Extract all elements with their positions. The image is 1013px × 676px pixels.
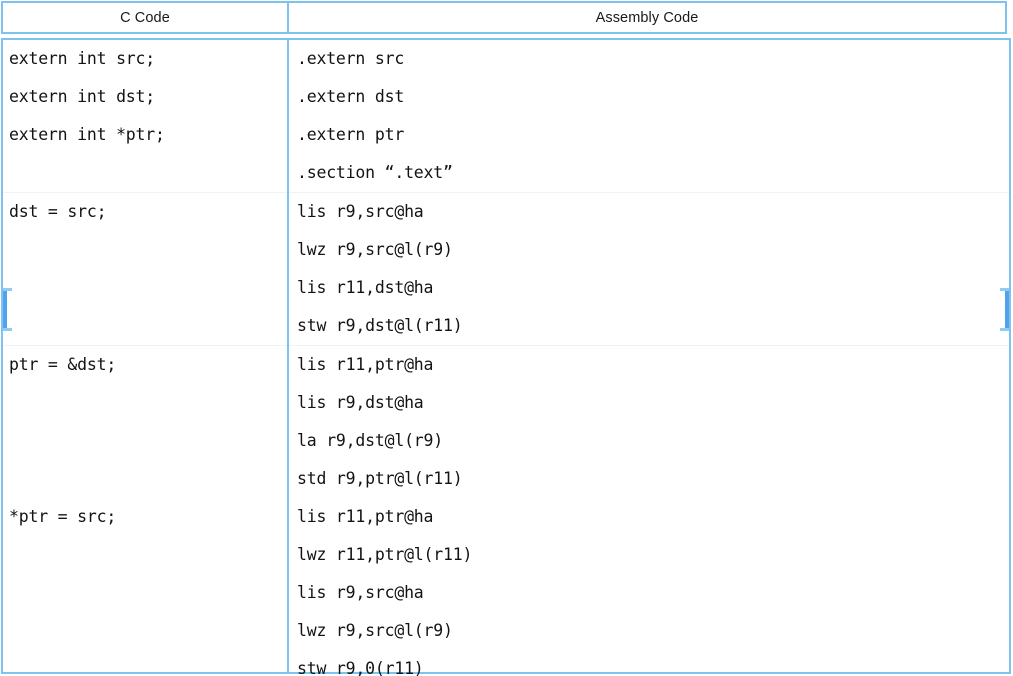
column-header-assembly-code-label: Assembly Code xyxy=(595,9,699,26)
code-line: stw r9,0(r11) xyxy=(297,659,424,676)
table-row: *ptr = src; xyxy=(3,498,287,676)
table-row: lis r9,src@ha lwz r9,src@l(r9) lis r11,d… xyxy=(289,193,1009,346)
code-line: lis r9,src@ha xyxy=(297,583,424,602)
right-edge-tick-top xyxy=(1000,288,1009,291)
code-line: lis r9,dst@ha xyxy=(297,393,424,412)
code-line: *ptr = src; xyxy=(9,507,117,526)
code-line-blank xyxy=(3,422,287,460)
table-row: .extern src .extern dst .extern ptr .sec… xyxy=(289,40,1009,193)
code-line-blank xyxy=(3,460,287,498)
code-line: lis r9,src@ha xyxy=(297,202,424,221)
code-line: .extern ptr xyxy=(297,125,405,144)
table-row: lis r11,ptr@ha lis r9,dst@ha la r9,dst@l… xyxy=(289,346,1009,498)
code-line-blank xyxy=(3,384,287,422)
code-line-blank xyxy=(3,231,287,269)
column-c-code: extern int src; extern int dst; extern i… xyxy=(3,40,289,672)
column-header-c-code: C Code xyxy=(3,3,289,32)
code-line: lis r11,dst@ha xyxy=(297,278,434,297)
code-line-blank xyxy=(3,154,287,192)
column-header-assembly-code: Assembly Code xyxy=(289,3,1005,32)
code-line: lwz r11,ptr@l(r11) xyxy=(297,545,473,564)
code-line-blank xyxy=(3,612,287,650)
code-line-blank xyxy=(3,536,287,574)
code-line: extern int dst; xyxy=(9,87,156,106)
right-edge-accent xyxy=(1005,290,1009,328)
code-line-section-text: .section “.text” xyxy=(297,163,453,182)
right-edge-tick-bottom xyxy=(1000,328,1009,331)
code-line-blank xyxy=(3,574,287,612)
table-row: ptr = &dst; xyxy=(3,346,287,498)
code-line: ptr = &dst; xyxy=(9,355,117,374)
left-edge-tick-bottom xyxy=(3,328,12,331)
left-edge-accent xyxy=(3,290,7,328)
code-line: dst = src; xyxy=(9,202,107,221)
code-line: std r9,ptr@l(r11) xyxy=(297,469,463,488)
code-line: la r9,dst@l(r9) xyxy=(297,431,444,450)
code-line: .extern dst xyxy=(297,87,405,106)
code-line: extern int src; xyxy=(9,49,156,68)
column-assembly-code: .extern src .extern dst .extern ptr .sec… xyxy=(289,40,1009,676)
code-line: lwz r9,src@l(r9) xyxy=(297,240,453,259)
code-line: .extern src xyxy=(297,49,405,68)
code-line: lis r11,ptr@ha xyxy=(297,355,434,374)
left-edge-tick-top xyxy=(3,288,12,291)
code-line: stw r9,dst@l(r11) xyxy=(297,316,463,335)
code-line: lis r11,ptr@ha xyxy=(297,507,434,526)
code-line: lwz r9,src@l(r9) xyxy=(297,621,453,640)
code-line-blank xyxy=(3,307,287,345)
table-row: dst = src; xyxy=(3,193,287,346)
table-header-row: C Code Assembly Code xyxy=(1,1,1007,34)
table-row: lis r11,ptr@ha lwz r11,ptr@l(r11) lis r9… xyxy=(289,498,1009,676)
table-row: extern int src; extern int dst; extern i… xyxy=(3,40,287,193)
code-line-section-directive: .section “.text” xyxy=(289,154,1009,192)
table-body: extern int src; extern int dst; extern i… xyxy=(1,38,1011,676)
code-line-blank xyxy=(3,269,287,307)
code-line-blank xyxy=(3,650,287,676)
code-line: extern int *ptr; xyxy=(9,125,165,144)
column-header-c-code-label: C Code xyxy=(120,9,170,26)
